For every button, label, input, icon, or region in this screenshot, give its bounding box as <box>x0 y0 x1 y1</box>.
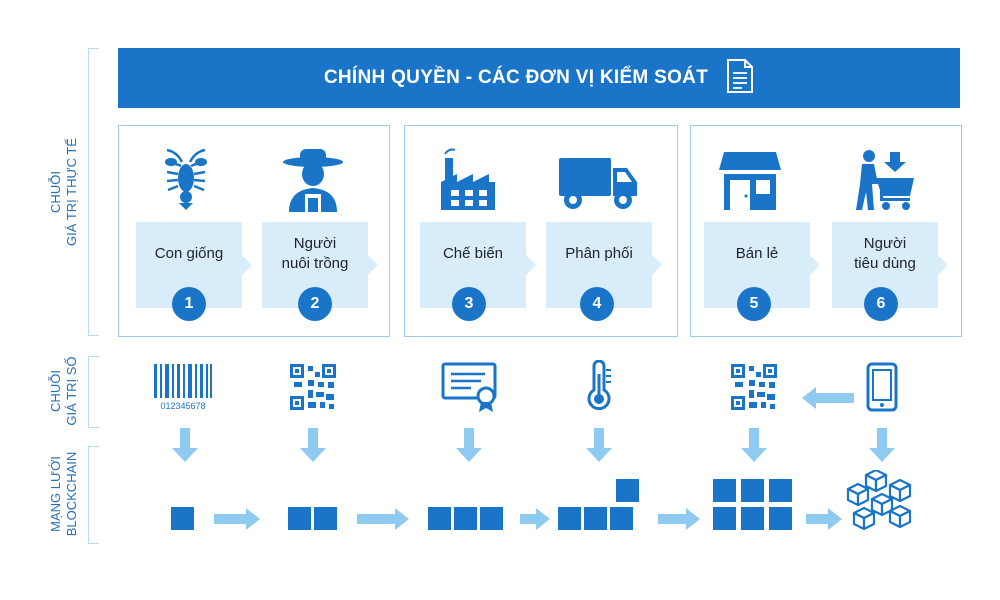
card-arrow <box>242 255 252 275</box>
block <box>454 507 477 530</box>
stage-label: Con giống <box>154 245 224 262</box>
step-number-5: 5 <box>737 287 771 321</box>
card-arrow <box>938 255 948 275</box>
document-icon <box>726 58 754 99</box>
arrow-right <box>357 506 409 537</box>
shrimp-icon <box>157 148 215 215</box>
barcode-icon: 012345678 <box>152 362 214 417</box>
arrow-right <box>806 506 842 537</box>
arrow-right <box>658 506 700 537</box>
stage-label: Phân phối <box>565 245 633 262</box>
farmer-icon <box>281 146 345 217</box>
arrow-down <box>869 428 895 467</box>
thermometer-icon <box>584 359 614 417</box>
stage-label: Người nuôi trồng <box>281 235 349 272</box>
block <box>288 507 311 530</box>
block <box>769 479 792 502</box>
qr-code-icon <box>731 364 777 415</box>
block <box>769 507 792 530</box>
arrow-down <box>456 428 482 467</box>
step-number-4: 4 <box>580 287 614 321</box>
arrow-down <box>300 428 326 467</box>
step-number-1: 1 <box>172 287 206 321</box>
qr-code-icon <box>290 364 336 415</box>
block <box>428 507 451 530</box>
card-arrow <box>810 255 820 275</box>
step-number-2: 2 <box>298 287 332 321</box>
arrow-down <box>741 428 767 467</box>
block <box>616 479 639 502</box>
stage-card-farmer: Người nuôi trồng <box>262 222 378 308</box>
stage-card-processing: Chế biến <box>420 222 536 308</box>
stage-label: Người tiêu dùng <box>854 235 916 272</box>
arrow-left <box>802 385 854 416</box>
blockchain-bracket <box>88 446 99 544</box>
banner-title: CHÍNH QUYỀN - CÁC ĐƠN VỊ KIỂM SOÁT <box>323 67 709 88</box>
arrow-right <box>520 506 550 537</box>
side-label-real-chain: CHUỖI GIÁ TRỊ THỰC TẾ <box>48 138 79 246</box>
block <box>610 507 633 530</box>
card-arrow <box>652 255 662 275</box>
blockchain-cubes-icon <box>846 468 920 539</box>
block <box>713 479 736 502</box>
block <box>558 507 581 530</box>
factory-icon <box>437 146 499 217</box>
arrow-down <box>172 428 198 467</box>
certificate-icon <box>441 362 501 419</box>
step-number-6: 6 <box>864 287 898 321</box>
authority-banner: CHÍNH QUYỀN - CÁC ĐƠN VỊ KIỂM SOÁT <box>118 48 960 108</box>
block <box>741 479 764 502</box>
block <box>480 507 503 530</box>
truck-icon <box>557 156 639 215</box>
block <box>713 507 736 530</box>
barcode-number: 012345678 <box>160 401 205 411</box>
card-arrow <box>526 255 536 275</box>
real-chain-bracket <box>88 48 99 336</box>
step-number-3: 3 <box>452 287 486 321</box>
side-label-blockchain: MẠNG LƯỚI BLOCKCHAIN <box>48 451 79 537</box>
arrow-down <box>586 428 612 467</box>
block <box>171 507 194 530</box>
stage-label: Bán lẻ <box>735 245 779 262</box>
stage-label: Chế biến <box>442 245 504 262</box>
side-label-digital-chain: CHUỖI GIÁ TRỊ SỐ <box>48 356 79 426</box>
card-arrow <box>368 255 378 275</box>
digital-chain-bracket <box>88 356 99 428</box>
smartphone-icon <box>866 362 898 417</box>
store-icon <box>718 150 782 217</box>
block <box>741 507 764 530</box>
shopper-icon <box>852 148 918 219</box>
arrow-right <box>214 506 260 537</box>
block <box>584 507 607 530</box>
block <box>314 507 337 530</box>
